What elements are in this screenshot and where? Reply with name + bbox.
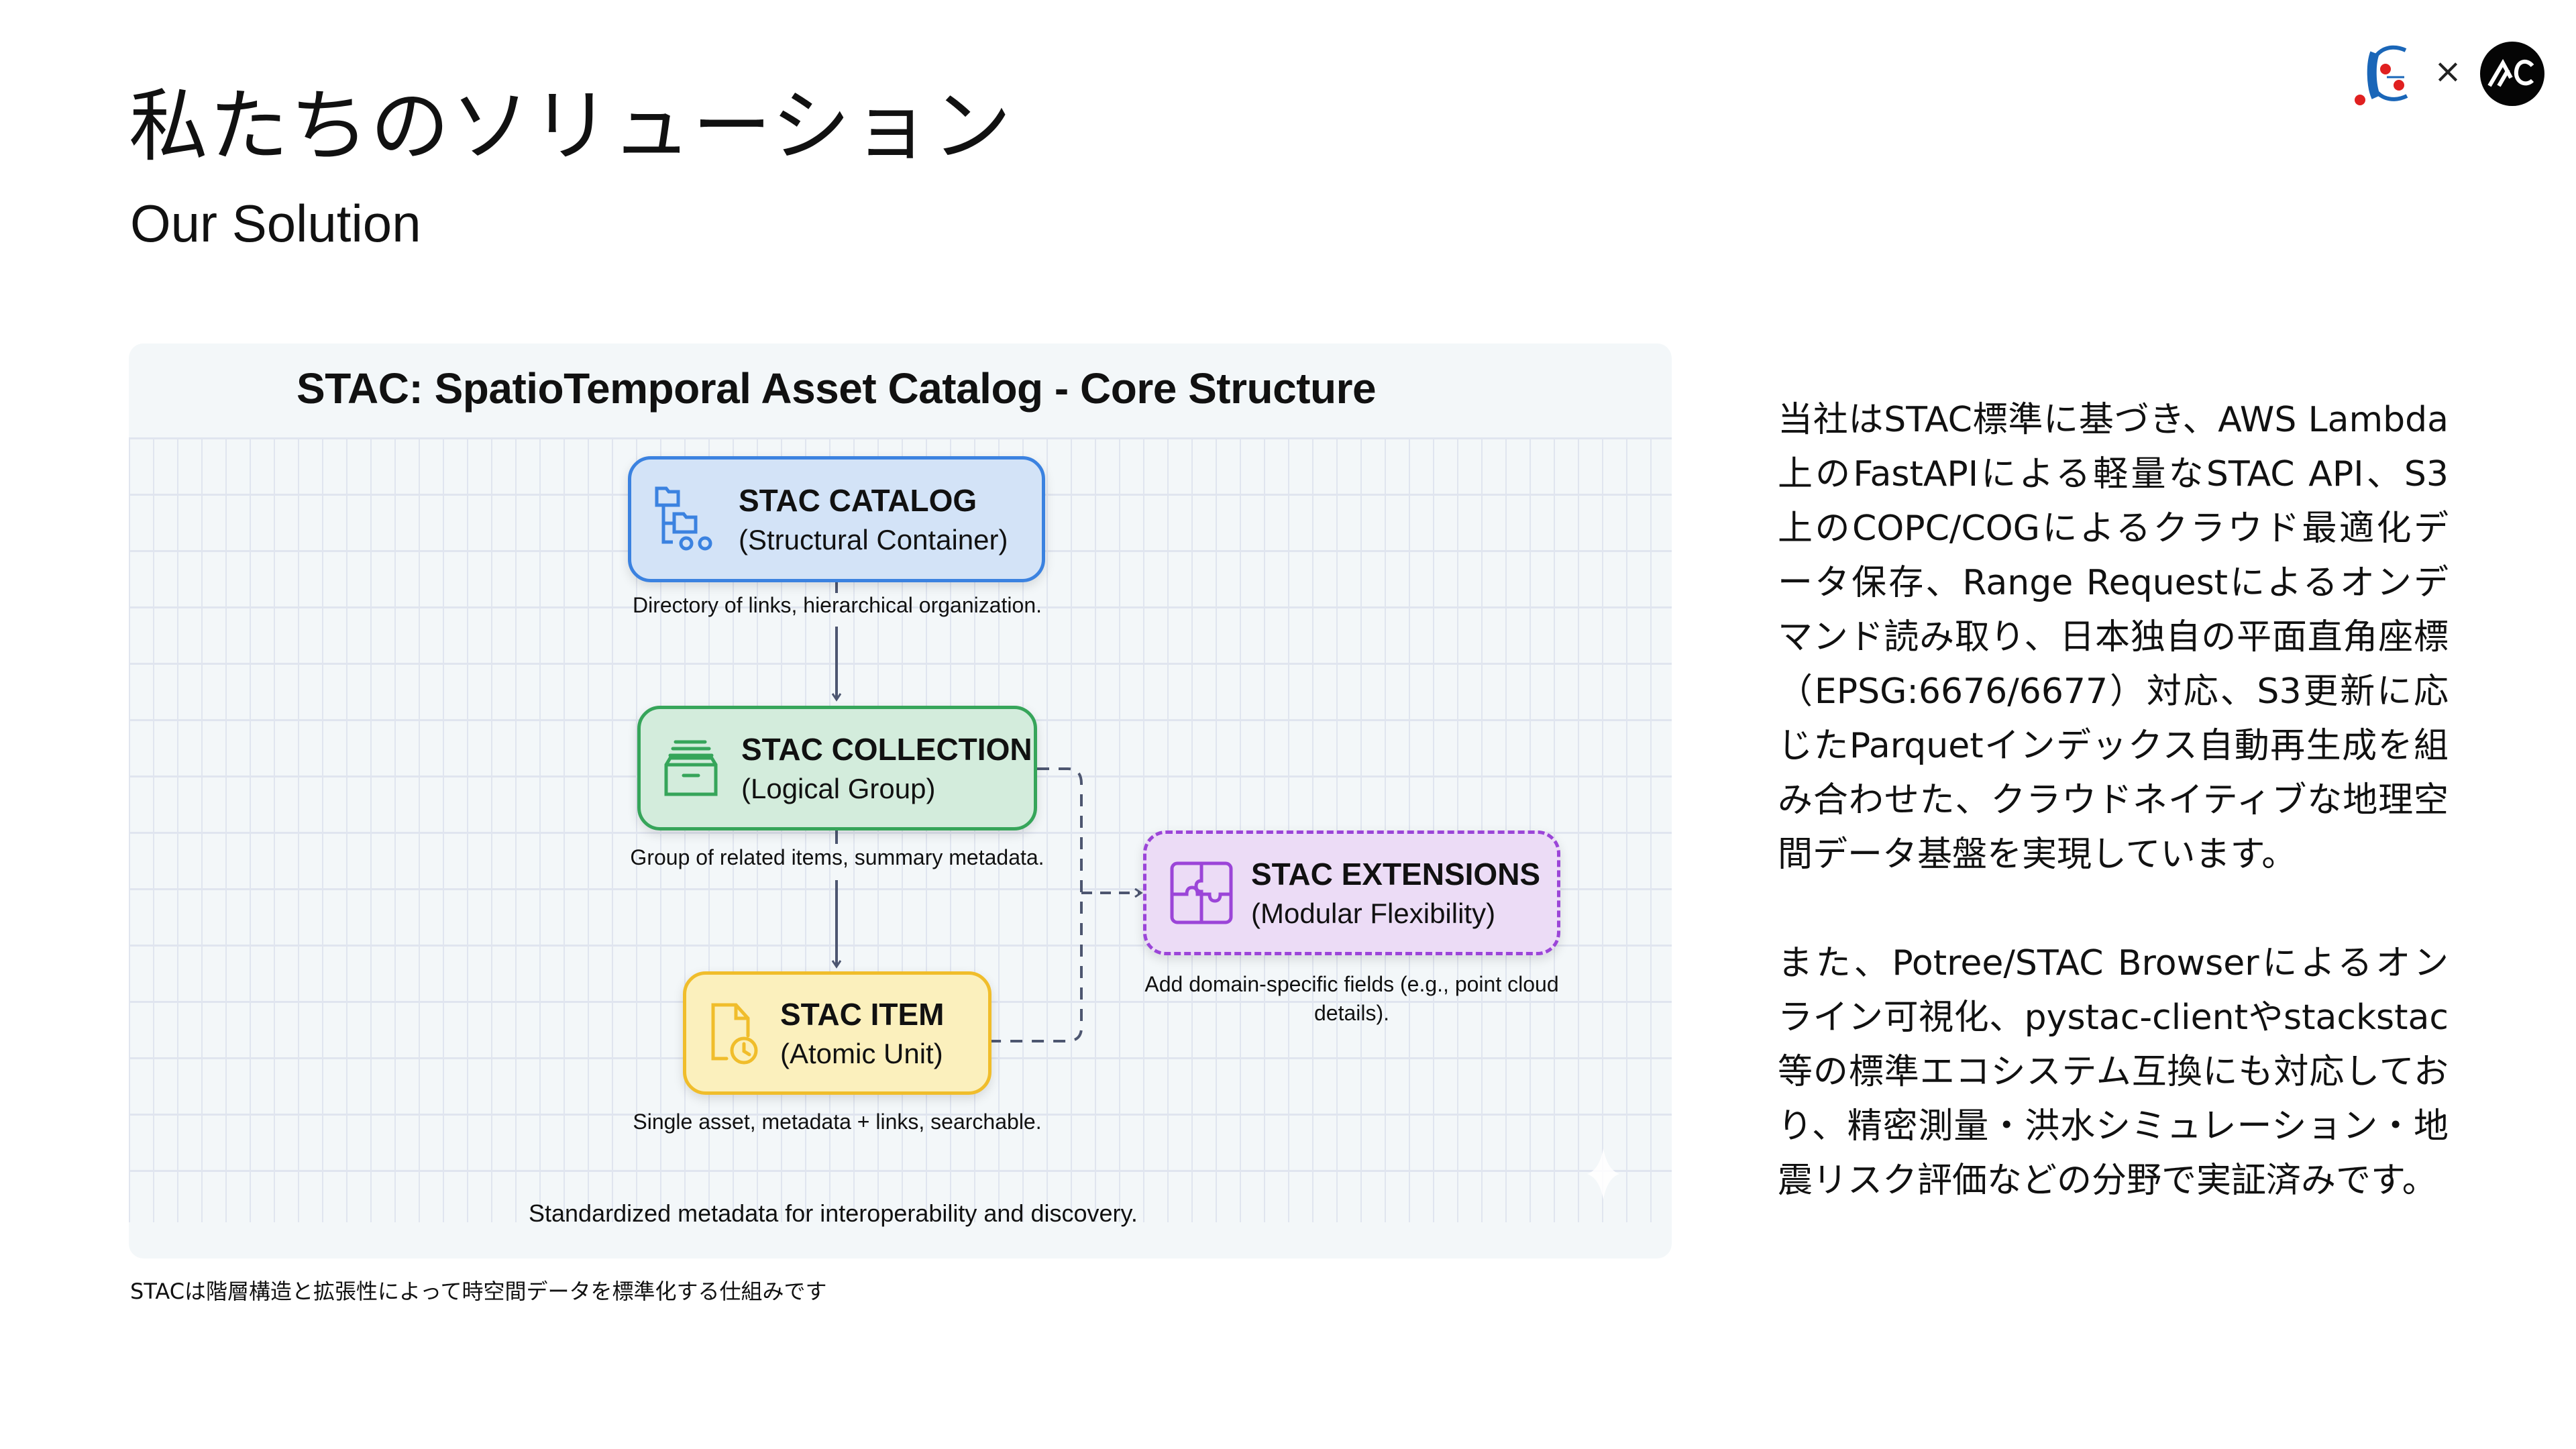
logo-separator: × [2434, 52, 2462, 91]
file-clock-icon [711, 1003, 758, 1065]
node-description: Directory of links, hierarchical organiz… [632, 593, 1042, 617]
paragraph: また、Potree/STAC Browserによるオンライン可視化、pystac… [1778, 943, 2449, 1201]
node-description: Single asset, metadata + links, searchab… [633, 1110, 1042, 1134]
node-description: Add domain-specific fields (e.g., point … [1144, 972, 1559, 1026]
node-stac-extensions[interactable]: STAC EXTENSIONS (Modular Flexibility) [1143, 830, 1560, 955]
node-title: STAC EXTENSIONS [1251, 856, 1541, 892]
node-subtitle: (Logical Group) [741, 772, 936, 804]
partner-logos: × [2348, 37, 2549, 111]
ac-logo-icon [2480, 42, 2544, 106]
figure-caption: STACは階層構造と拡張性によって時空間データを標準化する仕組みです [130, 1279, 827, 1304]
node-title: STAC CATALOG [739, 482, 977, 518]
node-title: STAC COLLECTION [741, 731, 1032, 767]
diagram-title: STAC: SpatioTemporal Asset Catalog - Cor… [297, 364, 1377, 413]
node-description: Group of related items, summary metadata… [630, 845, 1044, 869]
node-subtitle: (Atomic Unit) [780, 1037, 943, 1069]
node-subtitle: (Modular Flexibility) [1251, 897, 1496, 929]
description-text: 当社はSTAC標準に基づき、AWS Lambda上のFastAPIによる軽量なS… [1778, 393, 2449, 1263]
diagram-footer: Standardized metadata for interoperabili… [529, 1199, 1138, 1227]
node-subtitle: (Structural Container) [739, 523, 1008, 555]
folder-tree-icon [655, 486, 712, 551]
sparkle-icon [1587, 1148, 1619, 1199]
node-stac-catalog[interactable]: STAC CATALOG (Structural Container) [628, 456, 1045, 582]
page-subtitle: Our Solution [130, 194, 421, 253]
node-title: STAC ITEM [780, 996, 945, 1032]
archive-box-icon [664, 740, 718, 796]
paragraph: 当社はSTAC標準に基づき、AWS Lambda上のFastAPIによる軽量なS… [1778, 400, 2449, 875]
connectors [129, 582, 1619, 1199]
stac-diagram: STAC: SpatioTemporal Asset Catalog - Cor… [129, 343, 1672, 1258]
page-title: 私たちのソリューション [129, 80, 1013, 172]
edge-collection-extensions [991, 767, 1083, 1042]
e-logo-icon [2355, 45, 2408, 105]
puzzle-icon [1170, 861, 1233, 924]
node-stac-collection[interactable]: STAC COLLECTION (Logical Group) [637, 706, 1037, 830]
node-stac-item[interactable]: STAC ITEM (Atomic Unit) [683, 971, 991, 1095]
